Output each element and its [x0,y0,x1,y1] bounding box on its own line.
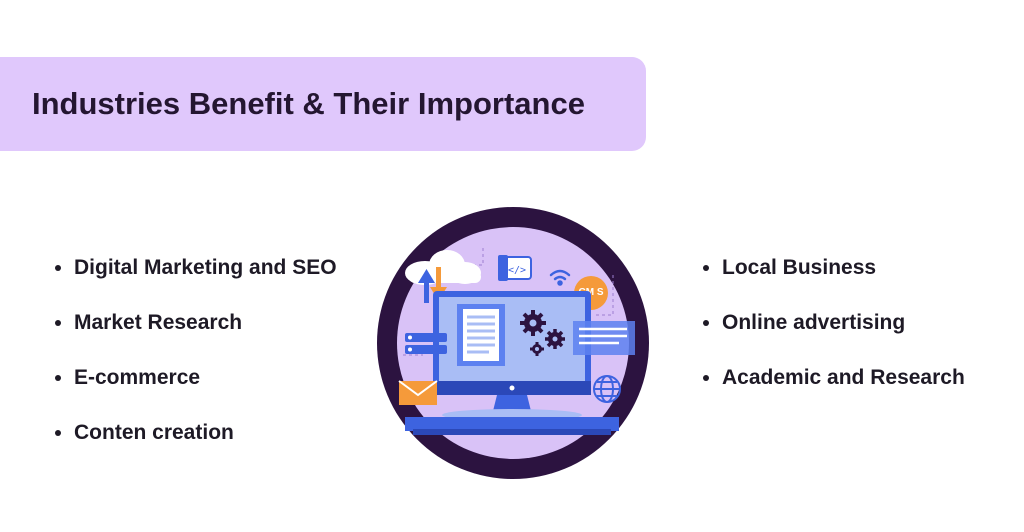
list-item: Digital Marketing and SEO [52,254,337,309]
list-item: Local Business [700,254,965,309]
svg-text:CM S: CM S [579,287,604,298]
login-form-icon [405,333,447,354]
code-icon: </> [498,255,532,281]
left-industry-list: Digital Marketing and SEO Market Researc… [52,254,337,474]
computer-illustration: </> CM S [377,207,649,479]
mail-icon [398,380,438,405]
list-item: Academic and Research [700,364,965,419]
monitor-stand [405,395,619,435]
monitor [433,291,591,395]
right-industry-list: Local Business Online advertising Academ… [700,254,965,419]
list-item: Online advertising [700,309,965,364]
gear-icon [530,342,544,356]
globe-icon [593,375,621,403]
list-item: Market Research [52,309,337,364]
gear-icon [520,310,546,336]
list-item: Conten creation [52,419,337,474]
gear-icon [545,329,565,349]
wifi-icon [549,269,571,286]
content-panel [573,321,635,355]
page-title: Industries Benefit & Their Importance [32,86,585,121]
svg-text:</>: </> [508,265,526,276]
list-item: E-commerce [52,364,337,419]
upload-arrow-icon [418,269,435,303]
title-banner: Industries Benefit & Their Importance [0,57,646,151]
